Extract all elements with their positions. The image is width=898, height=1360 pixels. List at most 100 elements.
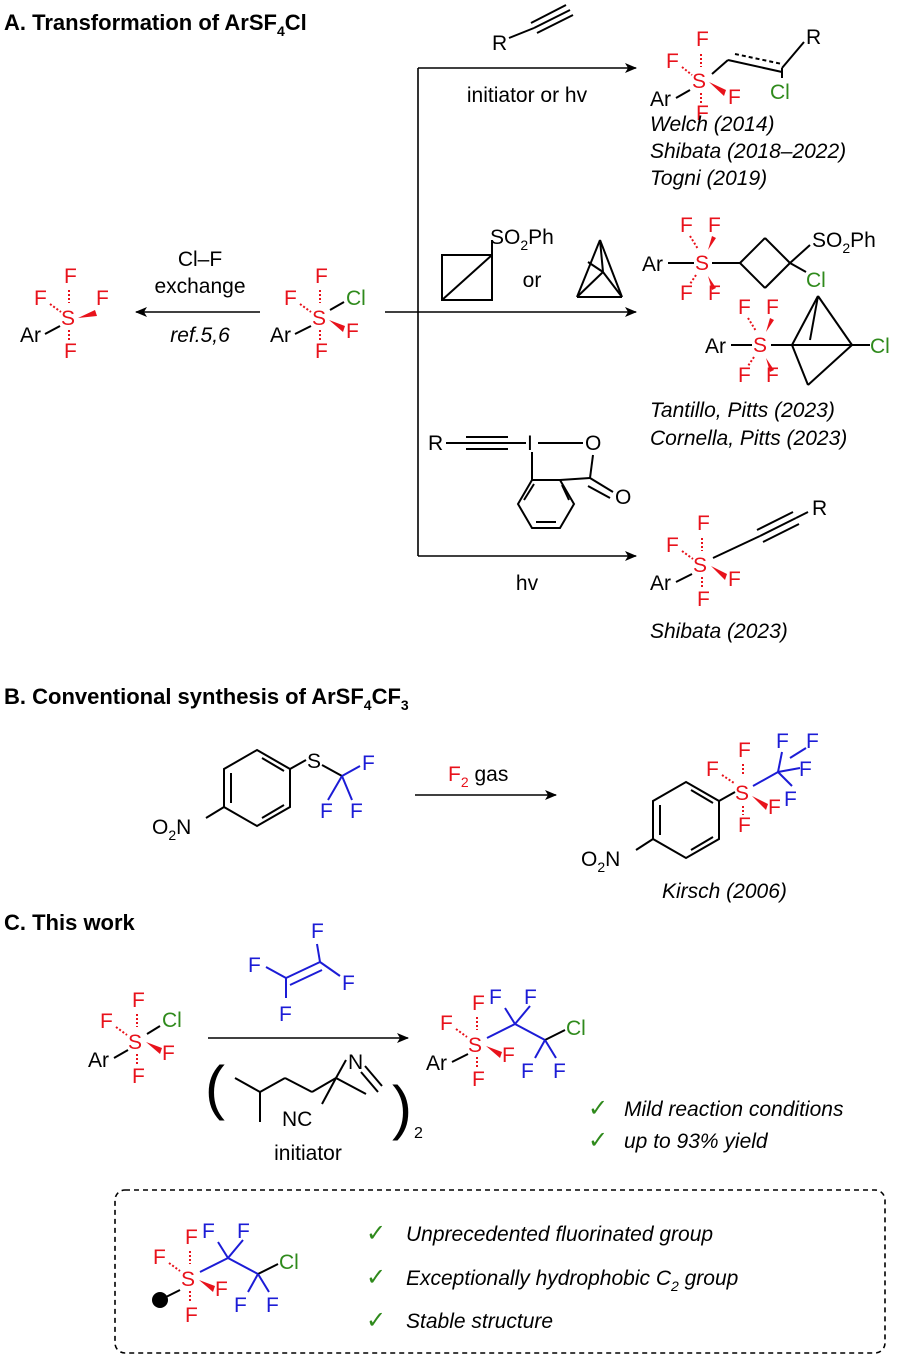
cond-initiator-hv: initiator or hv: [467, 84, 588, 107]
sf4-cf2cf2cl-product: Ar S F F F F F F Cl F F: [426, 986, 586, 1091]
svg-text:F: F: [346, 320, 359, 343]
svg-text:F: F: [553, 1060, 566, 1083]
svg-text:NC: NC: [282, 1108, 312, 1131]
feature-stable: Stable structure: [406, 1310, 553, 1333]
cyclobutyl-product: Ar S F F F F SO2Ph Cl: [642, 214, 876, 305]
svg-text:(: (: [205, 1054, 225, 1121]
svg-text:S: S: [61, 307, 75, 330]
svg-text:F: F: [697, 588, 710, 611]
svg-text:Cl: Cl: [346, 287, 366, 310]
nitrophenyl-sf4cf3: S F F F F F F F F O2N: [581, 730, 819, 875]
cond-hv: hv: [516, 572, 539, 595]
svg-text:I: I: [527, 432, 533, 455]
svg-text:S: S: [753, 334, 767, 357]
svg-text:Cl: Cl: [870, 335, 890, 358]
check-icon: ✓: [366, 1307, 386, 1334]
svg-text:Cl: Cl: [566, 1017, 586, 1040]
svg-text:Ar: Ar: [642, 253, 663, 276]
svg-text:F: F: [266, 1294, 279, 1317]
exchange-label-2: exchange: [154, 275, 245, 298]
svg-text:F: F: [350, 800, 363, 823]
svg-text:S: S: [307, 750, 321, 773]
check-icon: ✓: [588, 1127, 608, 1154]
svg-text:F: F: [202, 1220, 215, 1243]
initiator-label: initiator: [274, 1142, 342, 1165]
svg-text:F: F: [806, 730, 819, 753]
benefit-mild: Mild reaction conditions: [624, 1098, 844, 1121]
svg-text:F: F: [696, 28, 709, 51]
svg-text:F: F: [440, 1012, 453, 1035]
svg-text:O2N: O2N: [152, 816, 191, 843]
svg-text:F: F: [132, 989, 145, 1012]
svg-text:F: F: [706, 758, 719, 781]
svg-text:F: F: [766, 296, 779, 319]
svg-text:F: F: [215, 1278, 228, 1301]
section-b-title: B. Conventional synthesis of ArSF4CF3: [4, 684, 409, 713]
svg-text:F: F: [64, 265, 77, 288]
svg-text:O: O: [585, 432, 601, 455]
svg-text:S: S: [312, 307, 326, 330]
svg-text:F: F: [799, 758, 812, 781]
svg-text:S: S: [735, 782, 749, 805]
svg-text:S: S: [693, 554, 707, 577]
exchange-ref: ref.5,6: [170, 324, 230, 347]
exchange-label-1: Cl–F: [178, 248, 222, 271]
alkynyl-product: Ar S F F F F R: [650, 497, 827, 611]
ref-tantillo: Tantillo, Pitts (2023): [650, 399, 835, 422]
svg-text:O: O: [615, 486, 631, 509]
svg-text:F: F: [776, 730, 789, 753]
svg-text:F: F: [502, 1044, 515, 1067]
feature-box: [114, 1189, 886, 1354]
svg-text:Ar: Ar: [650, 88, 671, 111]
svg-text:F: F: [362, 752, 375, 775]
arsf4cl-c: Ar S F F F Cl F: [88, 989, 182, 1088]
nitrophenyl-scf3: S F F F O2N: [152, 748, 375, 843]
svg-text:SO2Ph: SO2Ph: [490, 226, 554, 253]
vinyl-product: Ar S F F F F R Cl: [650, 26, 821, 125]
svg-text:F: F: [708, 214, 721, 237]
svg-text:F: F: [521, 1060, 534, 1083]
svg-text:F: F: [132, 1065, 145, 1088]
svg-text:F: F: [666, 534, 679, 557]
alkyne-reagent: R: [492, 4, 574, 55]
svg-text:SO2Ph: SO2Ph: [812, 229, 876, 256]
svg-text:R: R: [428, 432, 443, 455]
svg-text:F: F: [680, 214, 693, 237]
svg-text:F: F: [342, 972, 355, 995]
svg-text:Ar: Ar: [705, 335, 726, 358]
or-label: or: [523, 269, 542, 292]
svg-text:Ar: Ar: [650, 572, 671, 595]
svg-text:R: R: [806, 26, 821, 49]
svg-text:F: F: [708, 282, 721, 305]
svg-text:R: R: [812, 497, 827, 520]
svg-text:N: N: [348, 1051, 363, 1074]
svg-text:Cl: Cl: [279, 1251, 299, 1274]
svg-text:F: F: [784, 788, 797, 811]
svg-text:F: F: [315, 340, 328, 363]
ref-shibata-1: Shibata (2018–2022): [650, 140, 846, 163]
check-icon: ✓: [366, 1264, 386, 1291]
propellane-reagent: [576, 239, 623, 298]
svg-text:S: S: [695, 252, 709, 275]
svg-text:S: S: [128, 1031, 142, 1054]
svg-text:F: F: [320, 800, 333, 823]
tfe-reagent: F F F F: [248, 920, 355, 1026]
svg-text:F: F: [666, 50, 679, 73]
ebx-reagent: R I O O: [428, 432, 631, 529]
svg-text:F: F: [162, 1042, 175, 1065]
ref-togni: Togni (2019): [650, 167, 767, 190]
benefit-yield: up to 93% yield: [624, 1130, 769, 1153]
svg-text:F: F: [738, 364, 751, 387]
feature-hydrophobic: Exceptionally hydrophobic C2 group: [406, 1267, 738, 1294]
svg-text:F: F: [766, 364, 779, 387]
svg-text:F: F: [234, 1294, 247, 1317]
svg-text:2: 2: [414, 1125, 423, 1142]
svg-text:Cl: Cl: [770, 81, 790, 104]
sf4-cf2cf2cl-group: S F F F F F F Cl F F: [152, 1220, 299, 1327]
svg-text:F: F: [524, 986, 537, 1009]
svg-text:S: S: [692, 70, 706, 93]
feature-unprecedented: Unprecedented fluorinated group: [406, 1223, 713, 1246]
svg-text:F: F: [489, 986, 502, 1009]
